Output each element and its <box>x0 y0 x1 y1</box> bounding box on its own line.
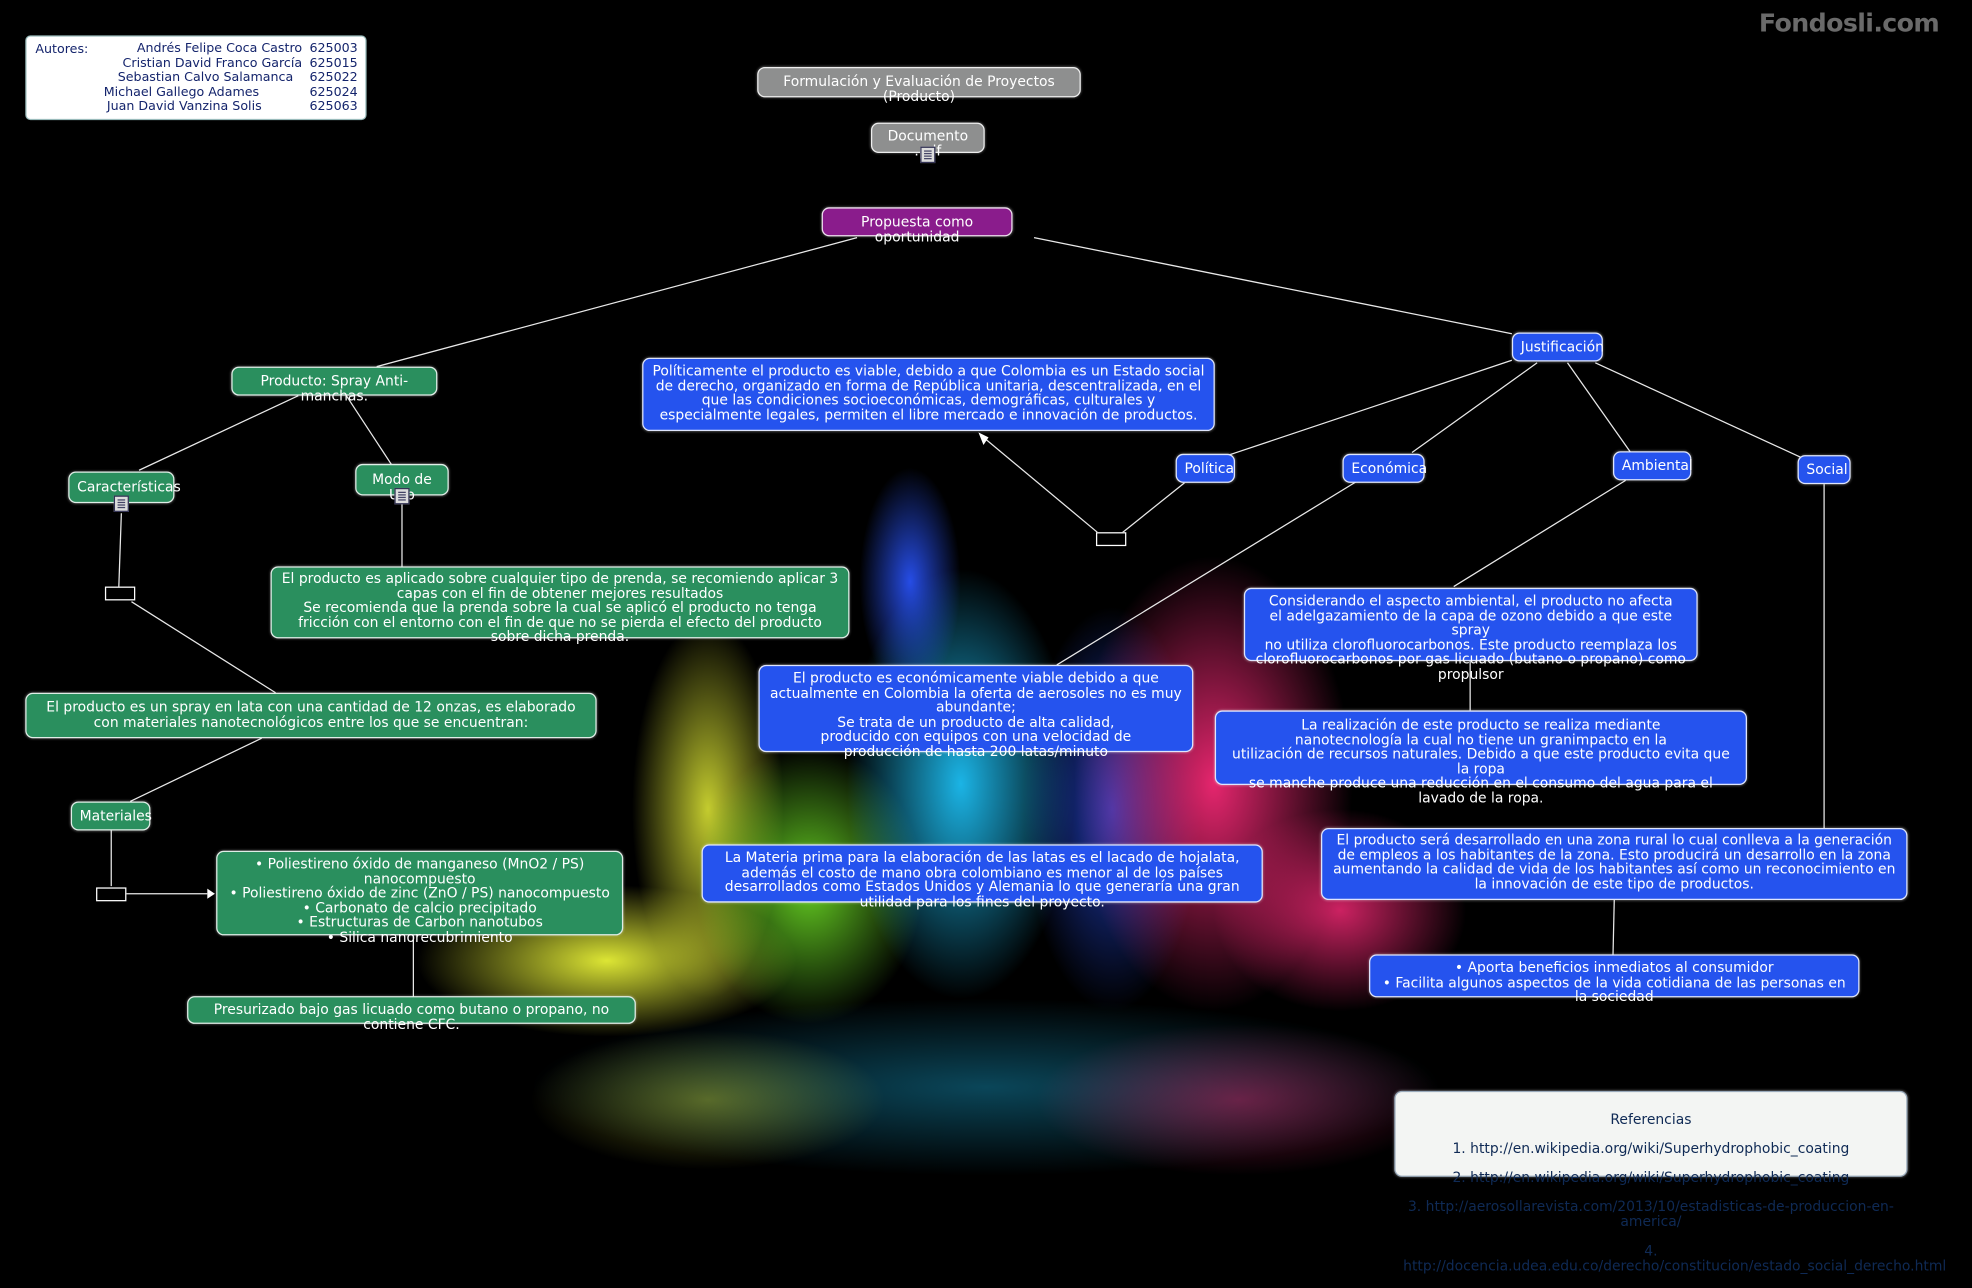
economica-text-node[interactable]: El producto es económicamente viable deb… <box>758 665 1193 752</box>
ambiental-text2-node[interactable]: La realización de este producto se reali… <box>1215 710 1747 785</box>
referencias-box: Referencias 1. http://en.wikipedia.org/w… <box>1394 1091 1907 1177</box>
author-row: Sebastian Calvo Salamanca 625022 <box>105 71 358 86</box>
watermark: Fondosli.com <box>1759 8 1939 38</box>
reference-item[interactable]: 4. http://docencia.udea.edu.co/derecho/c… <box>1403 1244 1899 1273</box>
authors-box: Autores: Andrés Felipe Coca Castro 62500… <box>25 35 366 120</box>
politica-node[interactable]: Política <box>1176 454 1235 483</box>
title-node[interactable]: Formulación y Evaluación de Proyectos (P… <box>757 67 1081 97</box>
economica-node[interactable]: Económica <box>1342 454 1424 483</box>
reference-item[interactable]: 2. http://en.wikipedia.org/wiki/Superhyd… <box>1403 1171 1899 1186</box>
concept-map-canvas: Fondosli.com Autores: Andrés Felipe Coca… <box>0 0 1972 1214</box>
author-row: Juan David Vanzina Solis 625063 <box>105 100 358 115</box>
modo-uso-text-node[interactable]: El producto es aplicado sobre cualquier … <box>271 566 850 638</box>
author-name: Cristian David Franco García <box>123 56 303 70</box>
author-row: Andrés Felipe Coca Castro 625003 <box>105 42 358 57</box>
author-name: Juan David Vanzina Solis <box>107 100 262 114</box>
author-row: Cristian David Franco García 625015 <box>105 56 358 71</box>
ambiental-node[interactable]: Ambiental <box>1613 451 1691 480</box>
author-code: 625022 <box>309 71 357 85</box>
author-name: Michael Gallego Adames <box>104 86 259 100</box>
materiales-node[interactable]: Materiales <box>71 801 151 830</box>
linking-box[interactable] <box>105 587 135 601</box>
reference-item[interactable]: 3. http://aerosollarevista.com/2013/10/e… <box>1403 1200 1899 1229</box>
spray-description-node[interactable]: El producto es un spray en lata con una … <box>25 693 596 739</box>
materiales-list-node[interactable]: • Poliestireno óxido de manganeso (MnO2 … <box>216 851 623 936</box>
reference-item[interactable]: 1. http://en.wikipedia.org/wiki/Superhyd… <box>1403 1141 1899 1156</box>
author-name: Andrés Felipe Coca Castro <box>137 42 302 56</box>
authors-label: Autores: <box>35 43 88 57</box>
author-code: 625024 <box>309 86 357 100</box>
producto-node[interactable]: Producto: Spray Anti-manchas. <box>231 367 437 396</box>
referencias-title: Referencias <box>1403 1112 1899 1127</box>
author-code: 625063 <box>309 100 357 114</box>
ambiental-text-node[interactable]: Considerando el aspecto ambiental, el pr… <box>1244 588 1698 661</box>
beneficios-node[interactable]: • Aporta beneficios inmediatos al consum… <box>1369 954 1859 997</box>
author-row: Michael Gallego Adames 625024 <box>105 86 358 101</box>
linking-box[interactable] <box>96 887 126 901</box>
social-node[interactable]: Social <box>1798 455 1851 484</box>
materia-prima-text-node[interactable]: La Materia prima para la elaboración de … <box>702 844 1263 902</box>
justificacion-node[interactable]: Justificación <box>1512 332 1603 361</box>
linking-box[interactable] <box>1096 532 1126 546</box>
author-name: Sebastian Calvo Salamanca <box>118 71 294 85</box>
social-text-node[interactable]: El producto será desarrollado en una zon… <box>1321 828 1908 900</box>
document-icon[interactable] <box>114 496 129 512</box>
document-icon[interactable] <box>394 488 409 504</box>
author-code: 625003 <box>309 42 357 56</box>
document-icon[interactable] <box>920 147 935 163</box>
author-code: 625015 <box>309 56 357 70</box>
presurizado-node[interactable]: Presurizado bajo gas licuado como butano… <box>187 996 636 1024</box>
politica-text-node[interactable]: Políticamente el producto es viable, deb… <box>642 358 1215 431</box>
propuesta-node[interactable]: Propuesta como oportunidad <box>822 207 1013 236</box>
